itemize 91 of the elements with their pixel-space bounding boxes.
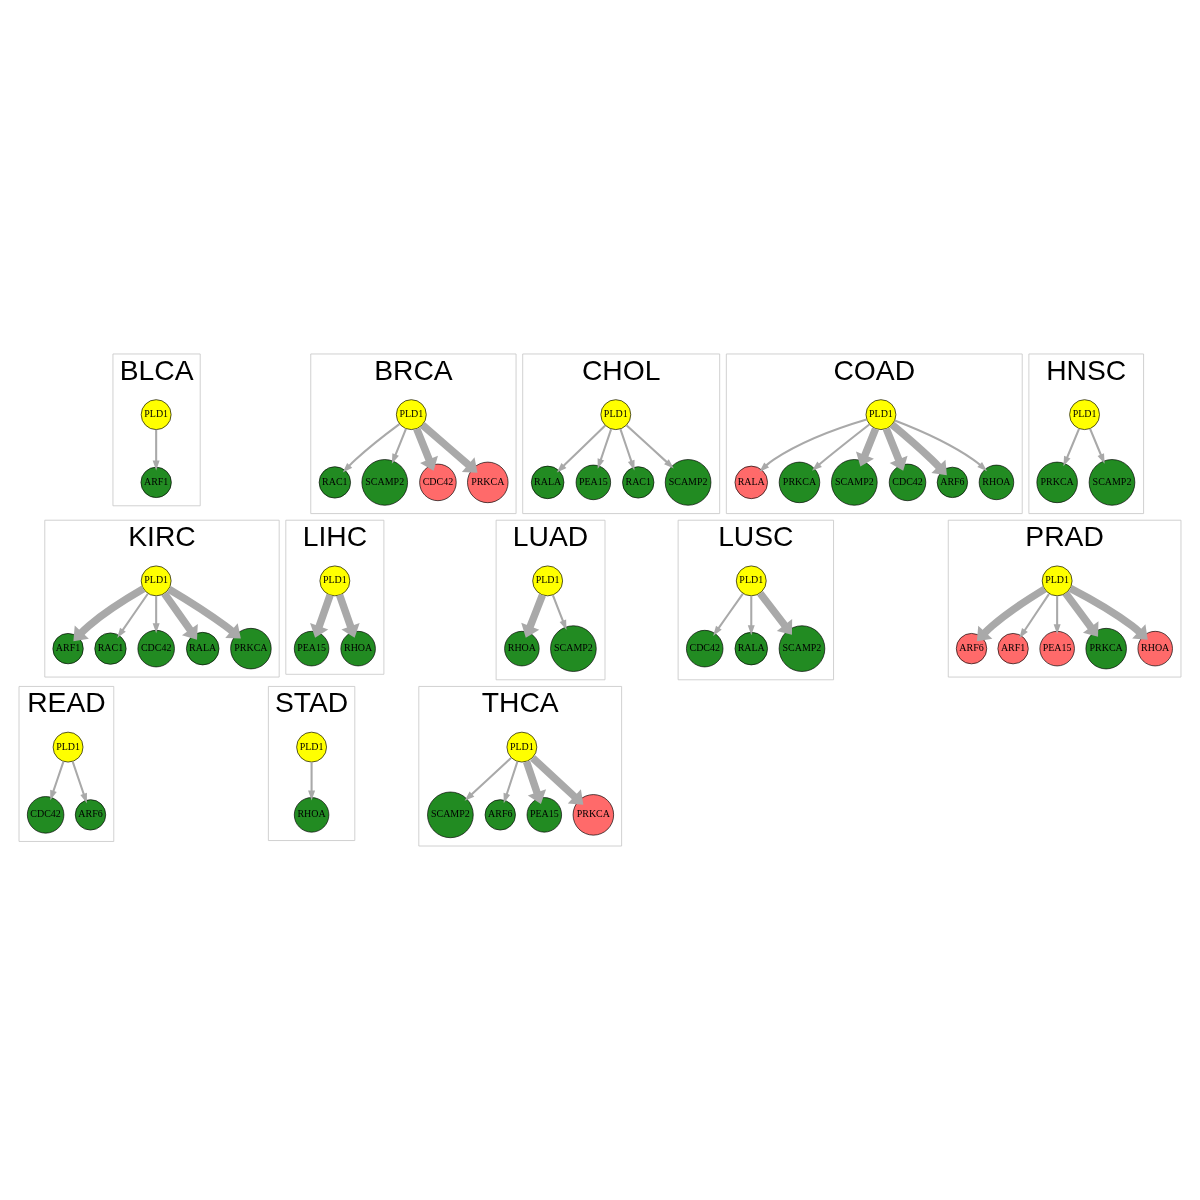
arrow [464, 757, 512, 801]
arrow [71, 761, 87, 804]
node-circle: RHOA [340, 631, 376, 667]
arrow [855, 427, 879, 467]
node-circle: SCAMP2 [361, 459, 408, 506]
node-circle: PEA15 [1039, 631, 1075, 667]
arrow [310, 593, 334, 638]
arrow [308, 762, 316, 801]
node-circle: PEA15 [293, 631, 330, 667]
arrow [757, 590, 793, 635]
node-circle: PEA15 [526, 797, 562, 833]
arrow [1019, 593, 1050, 639]
arrow [152, 429, 160, 471]
arrow [336, 593, 360, 638]
node-circle: PLD1 [1069, 399, 1100, 430]
node-circle: SCAMP2 [778, 625, 826, 672]
node-circle: PLD1 [1041, 565, 1073, 597]
node-circle: RALA [734, 632, 768, 666]
arrow [747, 596, 755, 636]
arrow [1053, 596, 1061, 635]
node-circle: SCAMP2 [1088, 459, 1136, 506]
arrow [50, 761, 65, 801]
arrow [1063, 428, 1080, 467]
node-circle: PRKCA [572, 794, 614, 836]
node-circle: RHOA [1137, 631, 1173, 667]
node-circle: SCAMP2 [831, 459, 878, 506]
arrow [522, 760, 547, 804]
node-circle: PEA15 [575, 464, 611, 500]
node-circle: RHOA [978, 464, 1015, 500]
node-circle: CDC42 [419, 463, 457, 501]
node-circle: SCAMP2 [550, 625, 597, 672]
node-circle: RHOA [293, 797, 330, 833]
arrow [152, 596, 160, 634]
arrow [556, 424, 606, 473]
node-circle: PRKCA [467, 461, 509, 503]
arrow [342, 423, 401, 473]
arrow [73, 585, 146, 642]
node-circle: ARF1 [140, 466, 172, 498]
arrow [811, 423, 870, 471]
node-circle: PLD1 [140, 399, 172, 430]
node-circle: ARF6 [936, 466, 968, 498]
node-circle: CDC42 [888, 463, 927, 501]
node-circle: RHOA [504, 631, 540, 667]
node-circle: CDC42 [137, 630, 175, 668]
arrow [503, 761, 519, 804]
node-circle: PLD1 [296, 731, 327, 763]
node-circle: ARF1 [52, 633, 84, 665]
arrow [161, 591, 198, 640]
arrow [889, 421, 947, 476]
arrow [117, 592, 149, 638]
arrow [167, 585, 241, 639]
arrow [1089, 428, 1105, 464]
node-circle: PLD1 [319, 565, 351, 597]
node-circle: PLD1 [396, 399, 427, 430]
arrow [713, 592, 744, 636]
node-circle: RALA [734, 465, 768, 499]
node-circle: PLD1 [865, 399, 897, 430]
arrow [391, 428, 407, 464]
node-circle: PRKCA [230, 628, 272, 670]
arrow [625, 424, 674, 469]
arrow [419, 422, 478, 473]
node-circle: RALA [186, 632, 220, 666]
node-circle: PLD1 [735, 565, 767, 597]
node-circle: RAC1 [94, 632, 127, 665]
node-circle: PRKCA [1085, 628, 1127, 670]
node-circle: PLD1 [532, 565, 563, 597]
node-circle: PLD1 [506, 731, 538, 763]
arrow [551, 594, 567, 631]
arrow [976, 585, 1047, 642]
arrow [759, 418, 867, 472]
node-circle: RAC1 [622, 466, 655, 499]
node-circle: PLD1 [600, 399, 632, 430]
arrow [530, 755, 584, 805]
arrow [521, 593, 546, 638]
node-circle: ARF6 [484, 799, 516, 831]
node-circle: ARF6 [74, 799, 107, 831]
node-circle: PRKCA [1036, 461, 1078, 503]
arrow [619, 428, 635, 471]
arrow [597, 428, 613, 469]
node-circle: ARF6 [956, 633, 988, 665]
node-circle: CDC42 [686, 630, 724, 668]
node-circle: PLD1 [52, 731, 84, 763]
node-circle: PLD1 [140, 565, 172, 597]
node-circle: ARF1 [997, 633, 1029, 665]
arrow [1062, 591, 1099, 637]
node-circle: CDC42 [27, 796, 65, 834]
arrow [413, 427, 438, 471]
arrow [1068, 585, 1148, 640]
node-circle: RAC1 [318, 466, 351, 499]
arrow [894, 419, 988, 472]
arrow [882, 427, 908, 471]
